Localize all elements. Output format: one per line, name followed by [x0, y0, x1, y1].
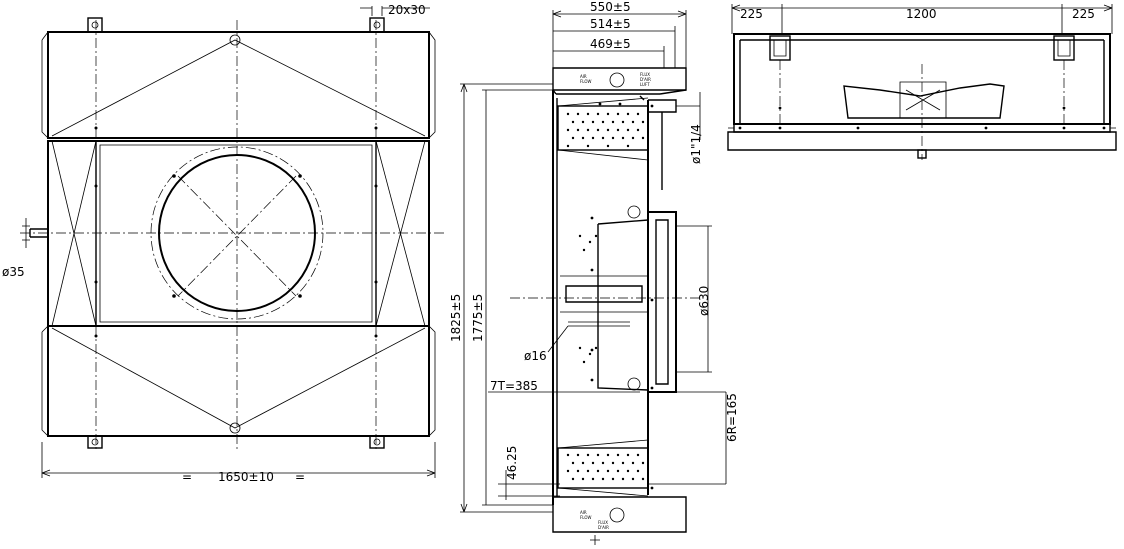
left-offset-label: 225	[740, 7, 763, 21]
top-view-upper-panel	[47, 31, 430, 139]
top-view-bracket-bl	[87, 435, 103, 449]
side-view-body	[552, 90, 649, 505]
svg-text:AIR: AIR	[580, 510, 587, 515]
depth-total-label: 550±5	[590, 0, 631, 14]
upper-coil-dots	[566, 112, 645, 148]
svg-text:FLOW: FLOW	[580, 79, 592, 84]
height-total-label: 1825±5	[449, 294, 463, 342]
inlet-diameter-label: ø35	[2, 265, 25, 279]
svg-text:D'AIR: D'AIR	[598, 525, 609, 530]
top-view-bracket-br	[369, 435, 385, 449]
side-view-lower-coil	[557, 447, 649, 489]
front-view-fan	[843, 83, 1005, 119]
svg-text:AIR: AIR	[580, 74, 587, 79]
top-view-bracket-tr	[369, 17, 385, 33]
height-inner-label: 1775±5	[471, 294, 485, 342]
bracket-size-label: 20x30	[388, 3, 426, 17]
svg-text:LUFT: LUFT	[640, 82, 650, 87]
svg-text:FLUX: FLUX	[598, 520, 608, 525]
connection-label: ø1"1/4	[689, 124, 703, 164]
side-view-fan-housing	[648, 211, 677, 393]
overall-length-eq-left: =	[182, 470, 192, 484]
svg-text:D'AIR: D'AIR	[640, 77, 651, 82]
tubes-label: 7T=385	[490, 379, 538, 393]
top-view-inlet-stub	[29, 228, 48, 238]
top-view	[20, 6, 445, 478]
side-view-bottom-plate	[552, 496, 687, 533]
edge-offset-label: 46.25	[505, 446, 519, 480]
top-view-lower-panel	[47, 325, 430, 437]
hole-diameter-label: ø16	[524, 349, 547, 363]
top-view-bracket-tl	[87, 17, 103, 33]
fan-diameter-label: ø630	[697, 286, 711, 316]
center-span-label: 1200	[906, 7, 937, 21]
overall-length-eq-right: =	[295, 470, 305, 484]
front-view	[727, 4, 1117, 160]
rows-label: 6R=165	[725, 393, 739, 442]
right-offset-label: 225	[1072, 7, 1095, 21]
side-view: AIR FLOW FLUX D'AIR LUFT	[460, 10, 727, 545]
svg-text:FLOW: FLOW	[580, 515, 592, 520]
depth-inner-label: 469±5	[590, 37, 631, 51]
top-view-coil-block	[47, 140, 430, 327]
overall-length-label: 1650±10	[218, 470, 274, 484]
side-view-upper-coil	[557, 105, 649, 151]
depth-mid-label: 514±5	[590, 17, 631, 31]
lower-coil-dots	[566, 453, 645, 481]
svg-text:FLUX: FLUX	[640, 72, 650, 77]
